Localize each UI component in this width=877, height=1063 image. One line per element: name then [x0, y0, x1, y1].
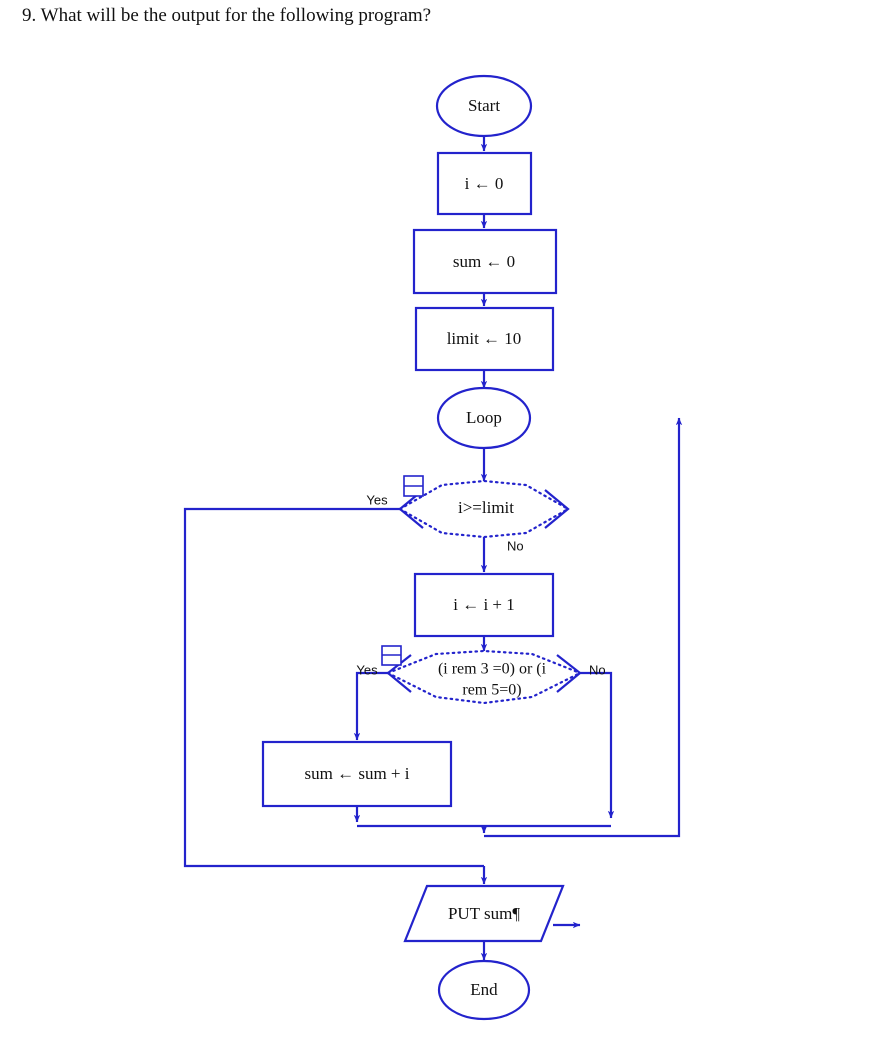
- node-init-limit[interactable]: limit ← 10: [414, 306, 555, 372]
- connector-cond-rem-no-to-merge: [580, 671, 615, 819]
- node-start-label: Start: [468, 96, 500, 115]
- node-cond-limit[interactable]: i>=limit Yes No: [366, 475, 570, 553]
- node-loop[interactable]: Loop: [436, 386, 532, 450]
- node-start[interactable]: Start: [435, 74, 533, 138]
- branch-label-cond-rem-no: No: [589, 662, 606, 677]
- connector-cond-limit-yes-to-exit: [183, 507, 484, 868]
- node-init-sum-label: sum ← 0: [453, 252, 515, 271]
- node-add-sum-label: sum ← sum + i: [305, 764, 410, 783]
- node-init-i[interactable]: i ← 0: [436, 151, 533, 216]
- node-cond-rem-label-line2: rem 5=0): [462, 682, 521, 699]
- node-end[interactable]: End: [437, 959, 531, 1021]
- node-put-sum[interactable]: PUT sum¶: [403, 884, 565, 943]
- branch-label-cond-rem-yes: Yes: [356, 662, 378, 677]
- branch-label-cond-limit-yes: Yes: [366, 492, 388, 507]
- two-row-table-icon: [403, 475, 424, 497]
- branch-label-cond-limit-no: No: [507, 538, 524, 553]
- node-incr-i-label: i ← i + 1: [453, 595, 515, 614]
- node-put-sum-label: PUT sum¶: [448, 904, 520, 923]
- node-add-sum[interactable]: sum ← sum + i: [261, 740, 453, 808]
- node-cond-limit-label: i>=limit: [458, 498, 514, 517]
- node-loop-label: Loop: [466, 408, 502, 427]
- node-incr-i[interactable]: i ← i + 1: [413, 572, 555, 638]
- node-init-sum[interactable]: sum ← 0: [412, 228, 558, 295]
- node-cond-rem-label-line1: (i rem 3 =0) or (i: [438, 661, 547, 678]
- node-init-limit-label: limit ← 10: [447, 329, 522, 348]
- node-cond-rem[interactable]: (i rem 3 =0) or (i rem 5=0) Yes No: [356, 645, 606, 705]
- node-end-label: End: [470, 980, 498, 999]
- connector-loopback-rail: [484, 417, 683, 838]
- page-title: 9. What will be the output for the follo…: [22, 5, 432, 26]
- connector-cond-rem-yes-to-add-sum: [353, 671, 388, 741]
- two-row-table-icon: [381, 645, 402, 666]
- node-init-i-label: i ← 0: [465, 174, 504, 193]
